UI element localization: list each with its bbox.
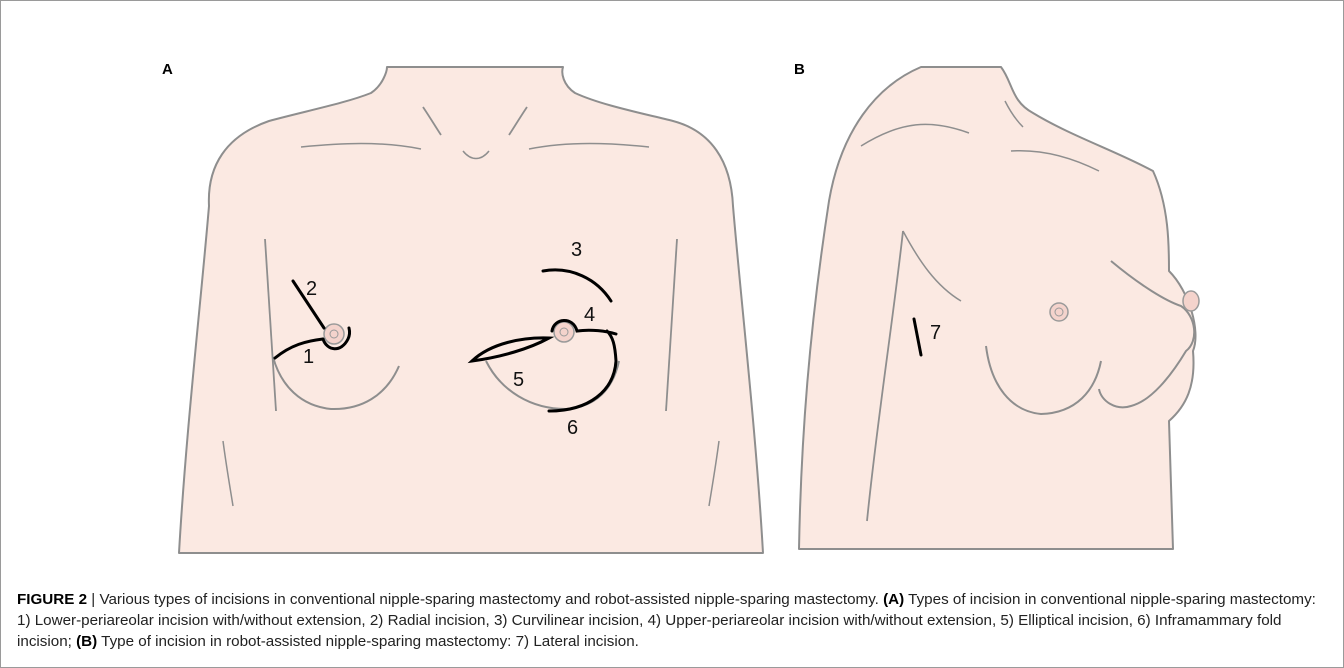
- incision-number-1: 1: [303, 347, 314, 367]
- caption-b-ref: (B): [76, 633, 97, 650]
- incision-number-3: 3: [571, 240, 582, 260]
- panel-b-torso: [799, 67, 1199, 549]
- panel-a-label: A: [162, 61, 173, 78]
- incision-number-4: 4: [584, 305, 595, 325]
- near-nipple: [1050, 303, 1068, 321]
- left-nipple: [554, 322, 574, 342]
- panel-b-label: B: [794, 61, 805, 78]
- caption-separator: |: [87, 591, 99, 608]
- torso-side-body: [799, 67, 1196, 549]
- panel-a-torso: [179, 67, 763, 553]
- anatomy-illustration: [1, 1, 1344, 581]
- caption-intro: Various types of incisions in convention…: [99, 591, 883, 608]
- far-nipple: [1183, 291, 1199, 311]
- right-nipple: [324, 324, 344, 344]
- figure-caption: FIGURE 2 | Various types of incisions in…: [17, 589, 1333, 652]
- torso-front-body: [179, 67, 763, 553]
- incision-number-5: 5: [513, 370, 524, 390]
- incision-number-6: 6: [567, 418, 578, 438]
- incision-number-7: 7: [930, 323, 941, 343]
- caption-a-ref: (A): [883, 591, 904, 608]
- caption-b-text: Type of incision in robot-assisted nippl…: [97, 633, 639, 650]
- figure-label: FIGURE 2: [17, 591, 87, 608]
- incision-number-2: 2: [306, 279, 317, 299]
